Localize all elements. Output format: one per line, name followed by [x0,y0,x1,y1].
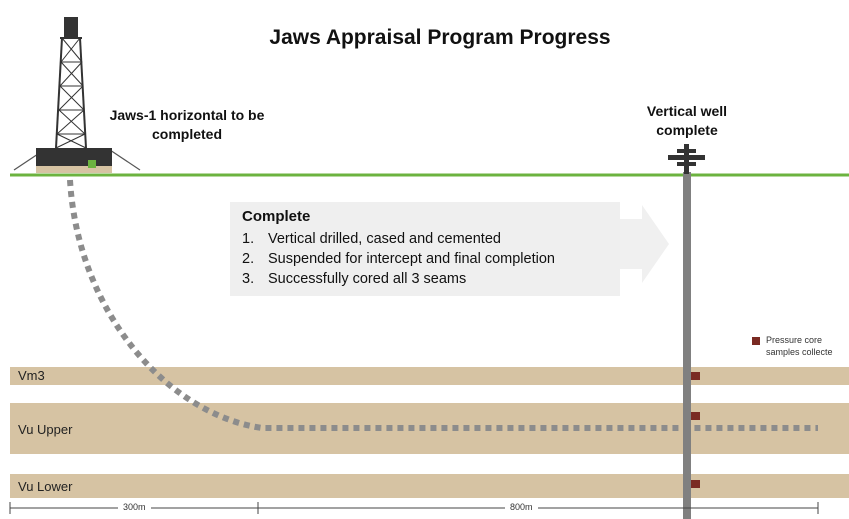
status-item-number: 2. [242,251,255,267]
planned-wellbore-path [67,179,818,431]
rig-label: Jaws-1 horizontal to be completed [109,107,265,142]
core-sample-vm3 [691,372,700,380]
distance-label-300m: 300m [118,502,151,512]
status-arrow [618,205,669,283]
status-item: 1. Vertical drilled, cased and cemented [242,229,555,249]
vertical-well [683,172,691,519]
seam-vm3-band [10,367,849,385]
seam-label-vm3: Vm3 [18,368,45,383]
distance-label-800m: 800m [505,502,538,512]
seam-vu-upper-band [10,403,849,454]
core-sample-vu-lower [691,480,700,488]
status-item-text: Suspended for intercept and final comple… [268,251,555,267]
status-item-text: Successfully cored all 3 seams [268,271,467,287]
status-list: 1. Vertical drilled, cased and cemented 2… [242,229,555,289]
page-title: Jaws Appraisal Program Progress [269,26,611,49]
status-item: 2. Suspended for intercept and final comp… [242,249,555,269]
drilling-rig [13,17,141,173]
status-item: 3. Successfully cored all 3 seams [242,269,555,289]
rig-wellhead-marker [88,160,96,168]
legend-line-2: samples collecte [766,347,833,357]
vertical-well-label: Vertical well complete [646,103,728,138]
status-box: Complete 1. Vertical drilled, cased and c… [230,202,620,296]
status-item-number: 1. [242,231,255,247]
core-sample-vu-upper [691,412,700,420]
status-item-text: Vertical drilled, cased and cemented [268,231,501,247]
rig-crown-block [64,17,78,38]
legend-core-swatch [752,337,760,345]
seam-vu-lower-band [10,474,849,498]
legend-label: Pressure core samples collecte [766,334,833,358]
legend-line-1: Pressure core [766,335,823,345]
status-heading: Complete [242,208,311,225]
rig-floor [36,148,112,168]
seam-label-vu-lower: Vu Lower [18,479,73,494]
rig-base [36,166,112,173]
wellhead [668,144,705,174]
seam-label-vu-upper: Vu Upper [18,422,73,437]
status-item-number: 3. [242,271,255,287]
